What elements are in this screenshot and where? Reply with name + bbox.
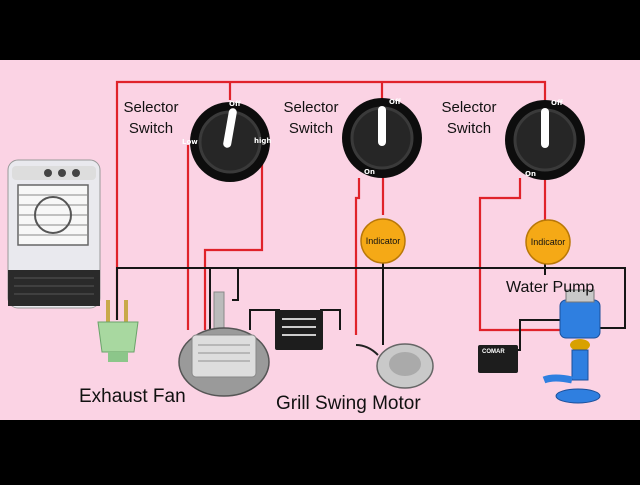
indicator-lamp-1	[360, 218, 406, 264]
switch-2-pos-on: On	[364, 168, 375, 176]
switch-3-label-line1: Selector	[441, 99, 497, 116]
switch-1-label-line2: Switch	[128, 120, 174, 137]
cap-lead-2	[320, 309, 341, 330]
switch-1-label: Selector Switch	[106, 97, 196, 139]
indicator-1-label: Indicator	[365, 236, 401, 246]
fan-capacitor-image	[275, 310, 323, 350]
black-neutral-wires	[116, 262, 626, 351]
switch-1-label-line1: Selector	[123, 99, 179, 116]
wire-pump-switch	[478, 178, 560, 332]
wire-fan-high	[203, 160, 264, 330]
switch-2-label-line2: Switch	[288, 120, 334, 137]
switch-3-label-line2: Switch	[446, 120, 492, 137]
exhaust-fan-motor-image	[178, 291, 270, 397]
selector-knob-1[interactable]	[190, 102, 270, 182]
selector-knob-2[interactable]	[342, 98, 422, 178]
switch-1-pos-low: Low	[182, 138, 198, 146]
water-pump-image	[542, 289, 601, 404]
grill-swing-motor-label: Grill Swing Motor	[276, 393, 421, 414]
indicator-lamp-2	[525, 219, 571, 265]
switch-2-pos-off: Off	[389, 98, 401, 106]
air-cooler-image	[7, 159, 101, 309]
grill-swing-motor-image	[355, 343, 434, 389]
water-pump-label: Water Pump	[506, 279, 595, 296]
pump-capacitor-brand: COMAR	[482, 349, 505, 355]
switch-1-pos-off: Off	[229, 100, 241, 108]
switch-3-label: Selector Switch	[424, 97, 514, 139]
switch-2-label-line1: Selector	[283, 99, 339, 116]
live-main-wire	[115, 80, 547, 320]
switch-2-label: Selector Switch	[266, 97, 356, 139]
indicator-2-label: Indicator	[530, 237, 566, 247]
cap-lead-1	[249, 309, 280, 330]
power-plug-image	[97, 300, 139, 362]
exhaust-fan-label: Exhaust Fan	[79, 386, 186, 407]
pump-capacitor-image	[478, 345, 518, 373]
selector-knob-3[interactable]	[505, 100, 585, 180]
neutral-main-wire	[116, 267, 626, 329]
wire-swing-switch	[354, 178, 361, 335]
switch-3-pos-off: Off	[551, 99, 563, 107]
neutral-fan-cap	[232, 268, 239, 301]
switch-1-pos-high: high	[254, 137, 272, 145]
switch-3-pos-on: On	[525, 170, 536, 178]
red-live-wires	[115, 80, 560, 335]
